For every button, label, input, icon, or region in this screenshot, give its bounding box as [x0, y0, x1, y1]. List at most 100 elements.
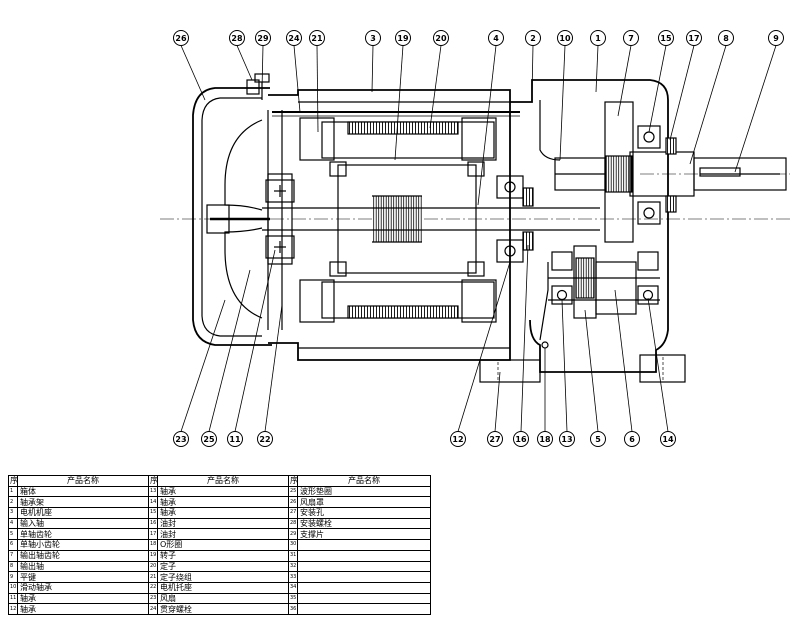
callout-number: 15 [660, 34, 672, 43]
leader-line [261, 45, 264, 91]
part-name: 支撑片 [297, 528, 431, 541]
leader-line [208, 269, 251, 432]
part-name [297, 549, 431, 562]
part-name [297, 539, 431, 551]
part-name: 轴承 [157, 507, 289, 519]
part-number: 18 [148, 539, 158, 551]
callout-circle [286, 30, 302, 46]
part-name: 风扇罩 [297, 496, 431, 509]
part-number: 28 [288, 517, 298, 530]
callout-number: 12 [452, 435, 463, 444]
name-header: 产品名称 [157, 475, 289, 487]
leader-line [264, 304, 283, 432]
callout-number: 20 [435, 34, 447, 43]
callout-circle [227, 431, 243, 447]
part-name: 轴承 [17, 592, 149, 605]
no-header: 序号 [288, 475, 298, 487]
leader-line [614, 289, 633, 432]
callout-number: 23 [175, 435, 186, 444]
part-name: 轴承 [157, 485, 289, 498]
part-number: 6 [8, 539, 18, 551]
name-header: 产品名称 [297, 475, 431, 487]
callout-number: 19 [397, 34, 409, 43]
leader-line [595, 45, 599, 93]
part-name: 轴承 [17, 603, 149, 615]
callout-circle [537, 431, 553, 447]
part-number: 27 [288, 507, 298, 519]
callout-number: 14 [662, 435, 674, 444]
leader-line [584, 309, 599, 432]
part-name: 贯穿螺栓 [157, 603, 289, 615]
part-number: 4 [8, 517, 18, 530]
callout-circle [559, 431, 575, 447]
callout-circle [309, 30, 325, 46]
part-number: 29 [288, 528, 298, 541]
leader-line [316, 45, 319, 133]
callout-circle [623, 30, 639, 46]
callout-circle [590, 431, 606, 447]
part-number: 24 [148, 603, 158, 615]
part-name: 油封 [157, 528, 289, 541]
part-name: 波形垫圈 [297, 485, 431, 498]
part-name: 油封 [157, 517, 289, 530]
part-name: 箱体 [17, 485, 149, 498]
leader-line [477, 45, 497, 206]
callout-circle [395, 30, 411, 46]
callout-number: 28 [231, 34, 243, 43]
leader-line [234, 249, 276, 432]
table-header-row: 序号 产品名称 序号 产品名称 序号 产品名称 [8, 475, 431, 487]
part-number: 11 [8, 592, 18, 605]
part-name: 定子 [157, 560, 289, 573]
callout-number: 24 [288, 34, 300, 43]
no-header: 序号 [148, 475, 158, 487]
callout-circle [173, 30, 189, 46]
name-header: 产品名称 [17, 475, 149, 487]
leader-line [689, 45, 727, 165]
leader-line [180, 299, 226, 432]
part-number: 30 [288, 539, 298, 551]
callout-number: 3 [370, 34, 376, 43]
part-number: 32 [288, 560, 298, 573]
part-name: 平键 [17, 571, 149, 583]
leader-line [617, 45, 632, 117]
part-number: 9 [8, 571, 18, 583]
callout-circle [365, 30, 381, 46]
callout-circle [450, 431, 466, 447]
leader-line [293, 45, 301, 113]
callout-number: 27 [489, 435, 500, 444]
leader-line [236, 45, 253, 81]
callout-number: 11 [229, 435, 241, 444]
callout-number: 4 [493, 34, 499, 43]
part-name: 转子 [157, 549, 289, 562]
leader-line [669, 45, 695, 141]
part-number: 3 [8, 507, 18, 519]
leader-line [180, 45, 206, 101]
part-name: O形圈 [157, 539, 289, 551]
part-name [297, 592, 431, 605]
callout-circle [201, 431, 217, 447]
part-name [297, 603, 431, 615]
callout-number: 29 [257, 34, 269, 43]
leader-line [520, 244, 529, 432]
callout-circle [229, 30, 245, 46]
leader-line [394, 45, 404, 161]
callout-circle [173, 431, 189, 447]
callout-circle [557, 30, 573, 46]
part-number: 25 [288, 485, 298, 498]
part-number: 23 [148, 592, 158, 605]
callout-circle [768, 30, 784, 46]
part-number: 33 [288, 571, 298, 583]
callout-circle [660, 431, 676, 447]
callout-circle [718, 30, 734, 46]
callout-number: 2 [530, 34, 536, 43]
part-number: 26 [288, 496, 298, 509]
part-name: 安装螺栓 [297, 517, 431, 530]
motor-cross-section-diagram: 2628292421319204210171517892325112212271… [160, 30, 790, 447]
